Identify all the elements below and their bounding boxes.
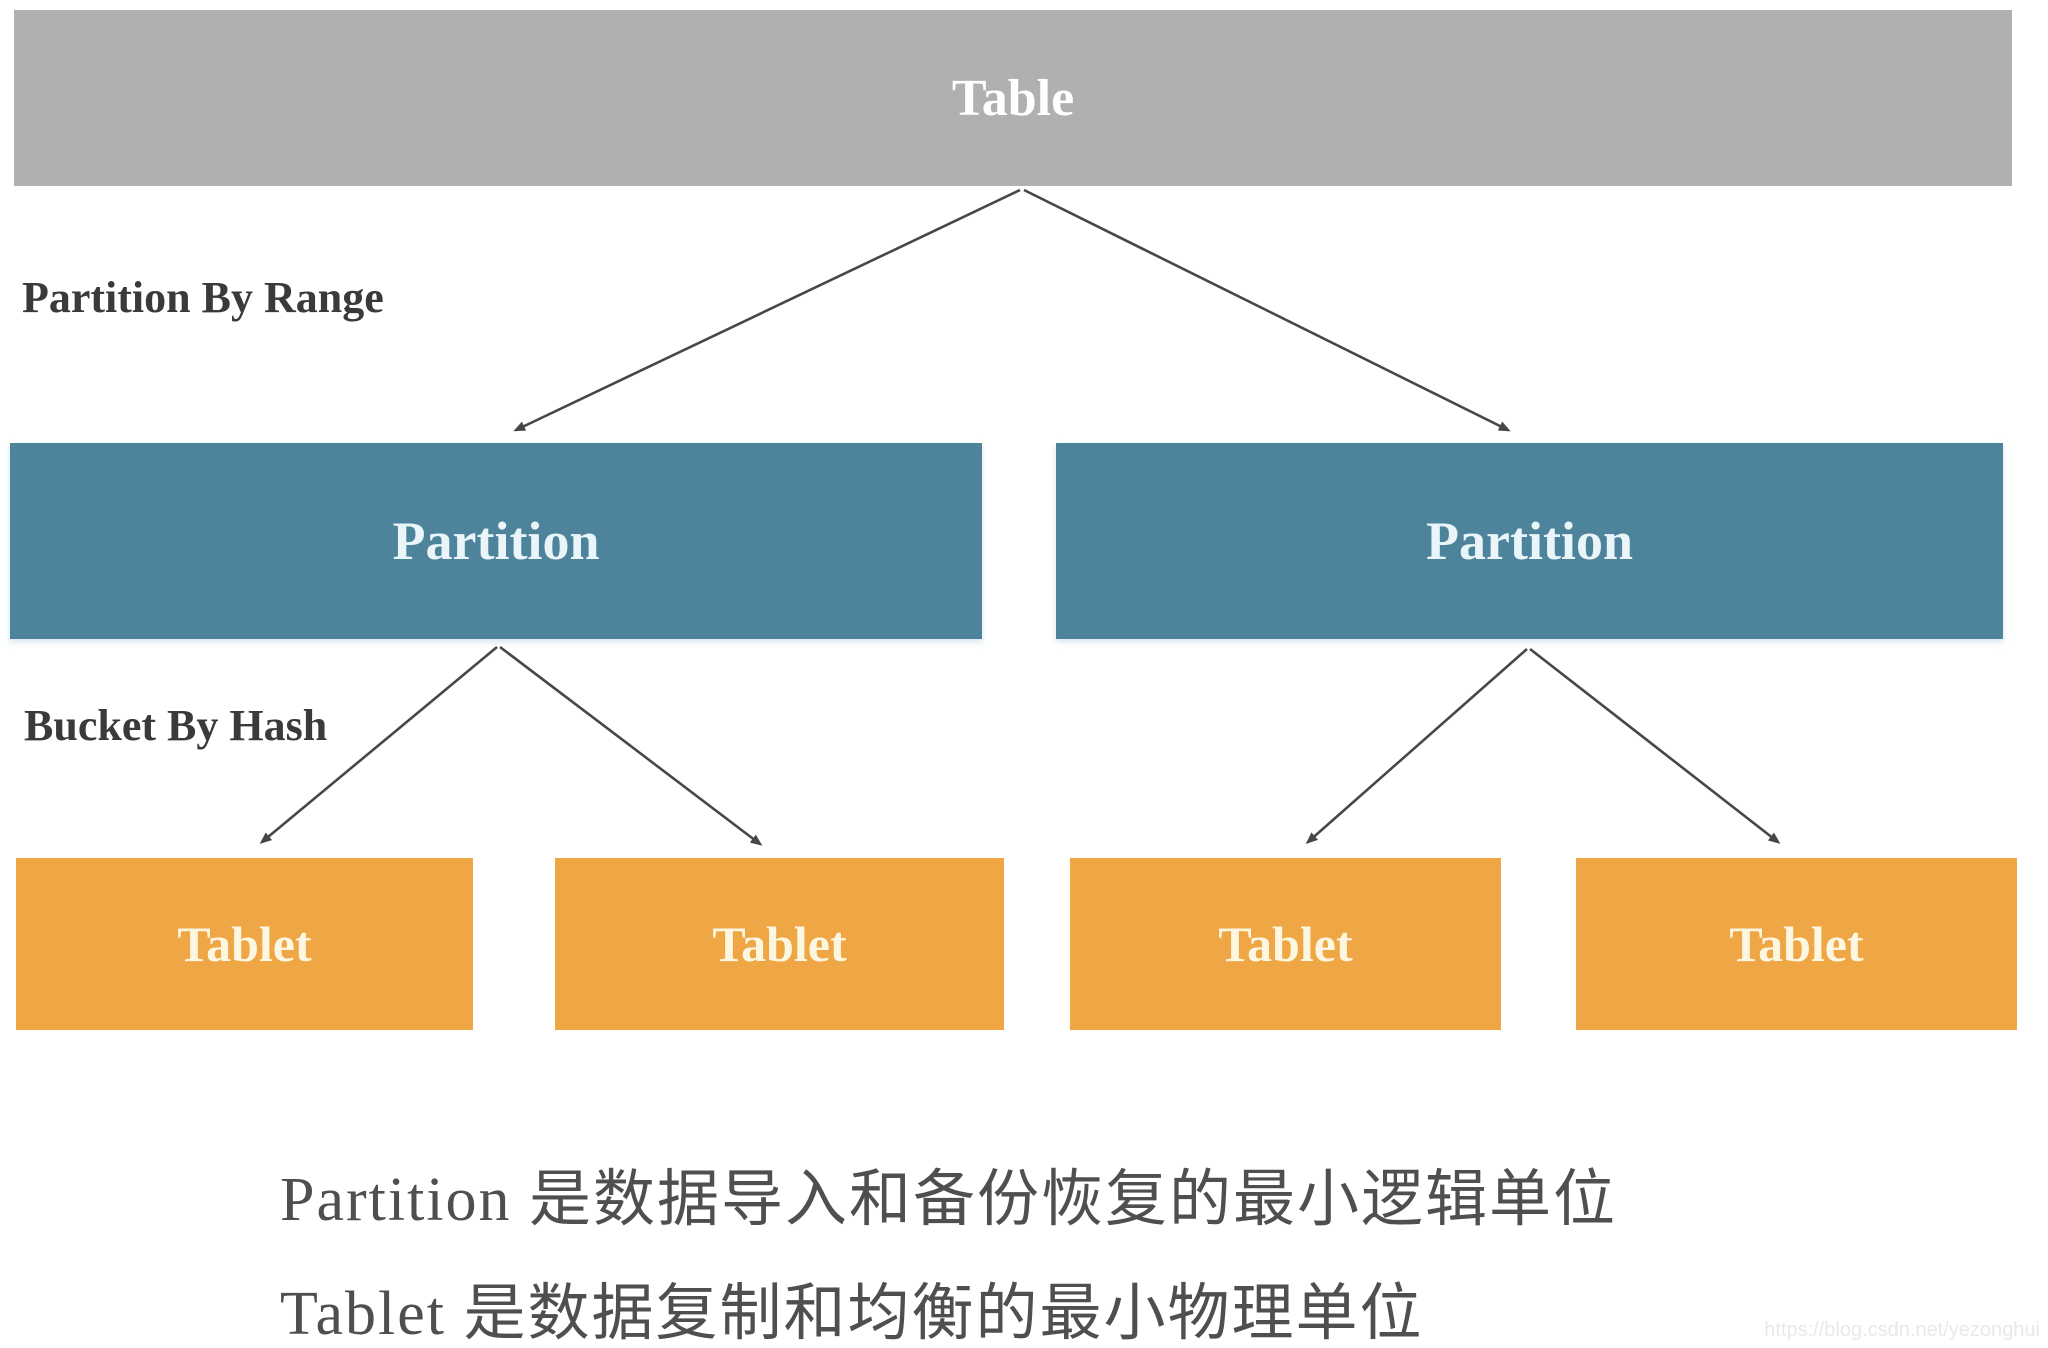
partition-node-right-label: Partition — [1426, 511, 1633, 571]
partition-by-range-label: Partition By Range — [22, 273, 384, 322]
partition-node-left: Partition — [10, 443, 982, 639]
arrow-partition2-to-tablet4 — [1529, 647, 1781, 844]
arrow-partition2-to-tablet3 — [1305, 648, 1528, 844]
bucket-by-hash-label: Bucket By Hash — [24, 701, 328, 750]
partition-node-left-label: Partition — [392, 511, 600, 571]
table-node: Table — [14, 10, 2012, 186]
caption-tablet-definition: Tablet 是数据复制和均衡的最小物理单位 — [280, 1280, 1424, 1348]
csdn-watermark: https://blog.csdn.net/yezonghui — [1764, 1319, 2040, 1341]
tablet-node-3: Tablet — [1070, 858, 1501, 1030]
tablet-node-1-label: Tablet — [177, 916, 312, 972]
tablet-node-2: Tablet — [555, 858, 1004, 1030]
tablet-node-3-label: Tablet — [1218, 916, 1353, 972]
arrow-partition1-to-tablet2 — [499, 645, 763, 846]
caption-partition-definition: Partition 是数据导入和备份恢复的最小逻辑单位 — [280, 1166, 1618, 1234]
tablet-node-4: Tablet — [1576, 858, 2017, 1030]
tablet-node-2-label: Tablet — [712, 916, 847, 972]
arrow-table-to-partition-right — [1023, 188, 1511, 432]
tablet-node-1: Tablet — [16, 858, 473, 1030]
arrow-table-to-partition-left — [513, 188, 1021, 432]
tablet-node-4-label: Tablet — [1729, 916, 1864, 972]
table-node-label: Table — [951, 69, 1075, 127]
partition-node-right: Partition — [1056, 443, 2003, 639]
